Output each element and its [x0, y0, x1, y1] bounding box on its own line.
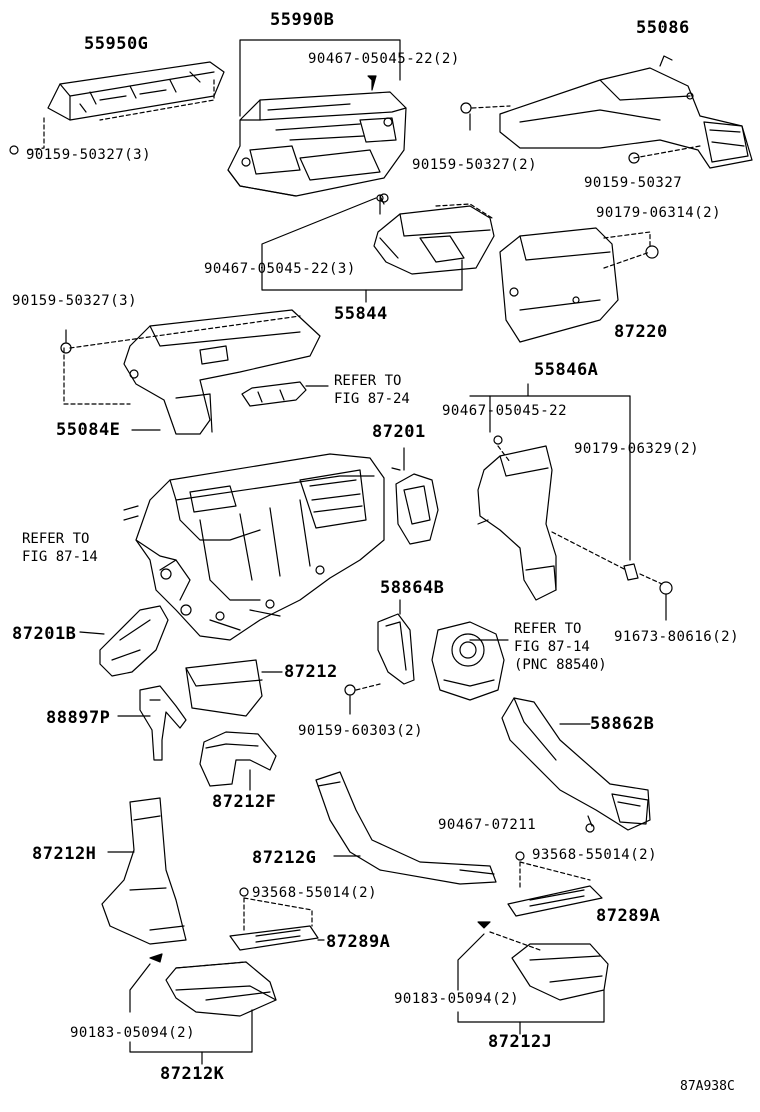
bolt-90179-b-label: 90179-06329(2) [574, 441, 700, 457]
bolt-93568-a-label: 93568-55014(2) [532, 847, 658, 863]
part-87212k-drawing [165, 961, 277, 1017]
bolt-90467-c-label: 90467-05045-22 [442, 403, 568, 419]
part-55084e-drawing [123, 309, 321, 435]
part-87212g-drawing [315, 771, 497, 885]
part-87212f-drawing [199, 731, 277, 787]
bolt-90467-a-label: 90467-05045-22(2) [308, 51, 460, 67]
part-58864b-label: 58864B [380, 578, 445, 598]
part-87212j-drawing [511, 943, 609, 1001]
part-55086-label: 55086 [636, 18, 690, 38]
bolt-90467-d-label: 90467-07211 [438, 817, 537, 833]
part-55084e-label: 55084E [56, 420, 121, 440]
bolt-90159-b-label: 90159-50327(2) [412, 157, 538, 173]
part-55846a-label: 55846A [534, 360, 599, 380]
part-58862b-label: 58862B [590, 714, 655, 734]
part-87212h-label: 87212H [32, 844, 97, 864]
bolt-90183-b-label: 90183-05094(2) [394, 991, 520, 1007]
part-55086-drawing [499, 55, 753, 169]
part-88897p-drawing [139, 685, 187, 761]
bolt-90159-d-label: 90159-50327(3) [12, 293, 138, 309]
part-55846a-drawing [477, 445, 557, 601]
bolt-90159-a-label: 90159-50327(3) [26, 147, 152, 163]
part-87212-drawing [185, 659, 263, 717]
refer-fig-87-14-b-label: REFER TO FIG 87-14 (PNC 88540) [514, 621, 607, 673]
part-87220-label: 87220 [614, 322, 668, 342]
part-58864b-drawing [377, 613, 415, 685]
part-87220-drawing [499, 227, 619, 343]
part-87212h-drawing [101, 797, 187, 945]
part-87289a-right-label: 87289A [596, 906, 661, 926]
bolt-90159-c-label: 90159-50327 [584, 175, 683, 191]
part-88897p-label: 88897P [46, 708, 111, 728]
bolt-90467-b-label: 90467-05045-22(3) [204, 261, 356, 277]
part-87289a-left-label: 87289A [326, 932, 391, 952]
bolt-90159-e-label: 90159-60303(2) [298, 723, 424, 739]
bolt-90183-a-label: 90183-05094(2) [70, 1025, 196, 1041]
part-87201b-label: 87201B [12, 624, 77, 644]
part-87201-drawing [123, 453, 385, 641]
bolt-90179-a-label: 90179-06314(2) [596, 205, 722, 221]
part-87212k-label: 87212K [160, 1064, 225, 1084]
part-87212-label: 87212 [284, 662, 338, 682]
part-87201b-drawing [99, 605, 169, 677]
part-blower-drawing [431, 621, 505, 701]
refer-fig-87-24-label: REFER TO FIG 87-24 [334, 373, 410, 407]
part-55844-drawing [373, 205, 495, 275]
part-55950g-drawing [47, 61, 225, 121]
part-87212j-label: 87212J [488, 1032, 553, 1052]
part-87289a-left-drawing [229, 925, 319, 951]
part-87289a-right-drawing [507, 885, 603, 917]
part-87212f-label: 87212F [212, 792, 277, 812]
refer-fig-87-14-a-label: REFER TO FIG 87-14 [22, 531, 98, 565]
bolt-91673-label: 91673-80616(2) [614, 629, 740, 645]
part-55950g-label: 55950G [84, 34, 149, 54]
part-87212g-label: 87212G [252, 848, 317, 868]
part-55990b-label: 55990B [270, 10, 335, 30]
part-87201-label: 87201 [372, 422, 426, 442]
bolt-93568-b-label: 93568-55014(2) [252, 885, 378, 901]
part-58862b-drawing [501, 697, 651, 831]
part-55990b-drawing [227, 91, 407, 197]
diagram-code: 87A938C [680, 1079, 735, 1094]
part-55844-label: 55844 [334, 304, 388, 324]
